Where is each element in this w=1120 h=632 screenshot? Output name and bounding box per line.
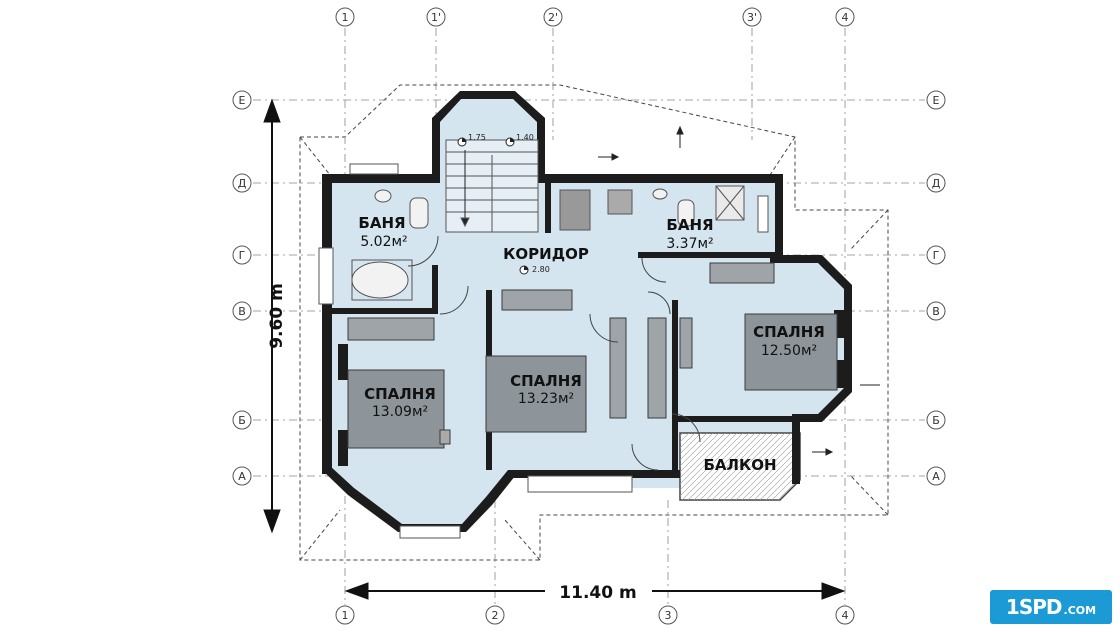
row-b-right: Б — [932, 414, 940, 427]
row-e-right: Е — [933, 94, 940, 107]
level-mark-icon — [519, 265, 529, 275]
bathtub-icon — [351, 261, 409, 299]
room-bath-right-area: 3.37м² — [666, 236, 713, 252]
axis-4-top: 4 — [842, 11, 849, 24]
row-v-left: В — [238, 305, 246, 318]
axis-1-bottom: 1 — [342, 609, 349, 622]
overall-width-label: 11.40 m — [559, 583, 636, 603]
row-d-right: Д — [932, 177, 941, 190]
axis-2-bottom: 2 — [492, 609, 499, 622]
axis-labels-rows: Е Д Г В Б А Е Д Г В Б А — [232, 90, 946, 486]
room-corridor-name: КОРИДОР — [503, 245, 589, 263]
balcony-floor — [679, 432, 801, 501]
axis-4-bottom: 4 — [842, 609, 849, 622]
row-a-right: А — [932, 470, 940, 483]
toilet-icon — [409, 197, 429, 229]
logo-main: 1SPD — [1005, 595, 1063, 619]
room-bedroom-right-name: СПАЛНЯ — [753, 323, 825, 341]
row-g-right: Г — [933, 249, 940, 262]
washing-machine-icon — [607, 189, 633, 215]
bed-center — [485, 355, 587, 433]
stair-marks: 1.75 1.40 — [457, 133, 534, 147]
room-bedroom-left-name: СПАЛНЯ — [364, 385, 436, 403]
furniture — [347, 262, 838, 449]
row-b-left: Б — [238, 414, 246, 427]
room-bath-right-name: БАНЯ — [666, 216, 713, 234]
room-bath-left-area: 5.02м² — [360, 234, 407, 250]
dimension-vertical — [263, 98, 281, 534]
room-balcony-name: БАЛКОН — [703, 456, 776, 474]
roof-outline — [299, 84, 889, 561]
row-g-left: Г — [239, 249, 246, 262]
bed-left — [347, 369, 445, 449]
doors — [407, 235, 701, 471]
axis-labels-top: 1 1' 2' 3' 4 — [335, 7, 855, 27]
slope-arrows — [598, 125, 880, 456]
row-d-left: Д — [238, 177, 247, 190]
staircase — [445, 139, 539, 233]
axis-3p-top: 3' — [747, 11, 757, 24]
stair-mark-right: 1.40 — [516, 133, 534, 142]
site-logo: 1SPD .COM — [990, 590, 1112, 624]
room-bedroom-center-area: 13.23м² — [518, 391, 574, 407]
axis-1-top: 1 — [342, 11, 349, 24]
bed-right — [744, 313, 838, 391]
logo-suffix: .COM — [1063, 603, 1097, 617]
row-a-left: А — [238, 470, 246, 483]
wardrobe-hall — [647, 317, 667, 419]
axis-3-bottom: 3 — [665, 609, 672, 622]
toilet-icon-right — [677, 199, 695, 227]
wardrobe-right — [709, 262, 775, 284]
sink-icon — [374, 189, 392, 203]
corridor-level-mark: 2.80 — [532, 265, 550, 274]
axis-1p-top: 1' — [431, 11, 441, 24]
axis-labels-bottom: 1 2 3 4 — [335, 605, 855, 625]
wardrobe-center — [501, 289, 573, 311]
row-e-left: Е — [239, 94, 246, 107]
sink-icon-right — [652, 188, 668, 200]
overall-height-label: 9.60 m — [267, 283, 287, 349]
wardrobe-left — [347, 317, 435, 341]
room-bedroom-center-name: СПАЛНЯ — [510, 372, 582, 390]
room-bedroom-left-area: 13.09м² — [372, 404, 428, 420]
dimension-horizontal — [344, 582, 846, 600]
windows — [318, 163, 769, 539]
room-bedroom-right-area: 12.50м² — [761, 343, 817, 359]
row-v-right: В — [932, 305, 940, 318]
axis-2p-top: 2' — [548, 11, 558, 24]
stair-mark-left: 1.75 — [468, 133, 486, 142]
bath-fixtures — [351, 185, 745, 301]
room-bath-left-name: БАНЯ — [358, 214, 405, 232]
